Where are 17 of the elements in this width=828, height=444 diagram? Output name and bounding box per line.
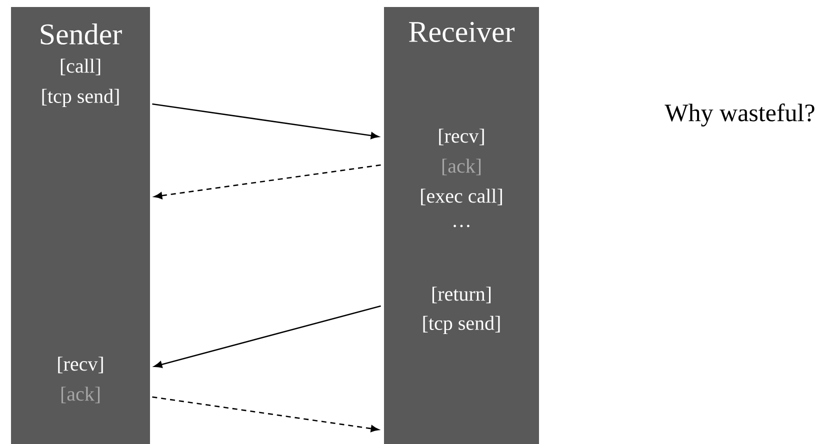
- step-label: [recv]: [58, 356, 103, 374]
- question-text: Why wasteful?: [664, 104, 814, 126]
- lane-heading: Receiver: [409, 22, 515, 42]
- arrow: [152, 396, 379, 432]
- step-label: [ack]: [61, 386, 100, 404]
- arrow: [154, 164, 381, 200]
- step-label: [return]: [432, 286, 491, 304]
- step-label: [recv]: [439, 128, 484, 146]
- step-label: [tcp send]: [423, 316, 500, 334]
- step-label: [exec call]: [421, 188, 502, 206]
- step-label: …: [454, 224, 470, 228]
- lane-heading: Sender: [40, 23, 122, 45]
- step-label: [ack]: [442, 158, 481, 176]
- arrow: [154, 305, 381, 368]
- step-label: [tcp send]: [42, 88, 119, 108]
- step-label: [call]: [60, 58, 100, 76]
- arrow: [152, 103, 379, 140]
